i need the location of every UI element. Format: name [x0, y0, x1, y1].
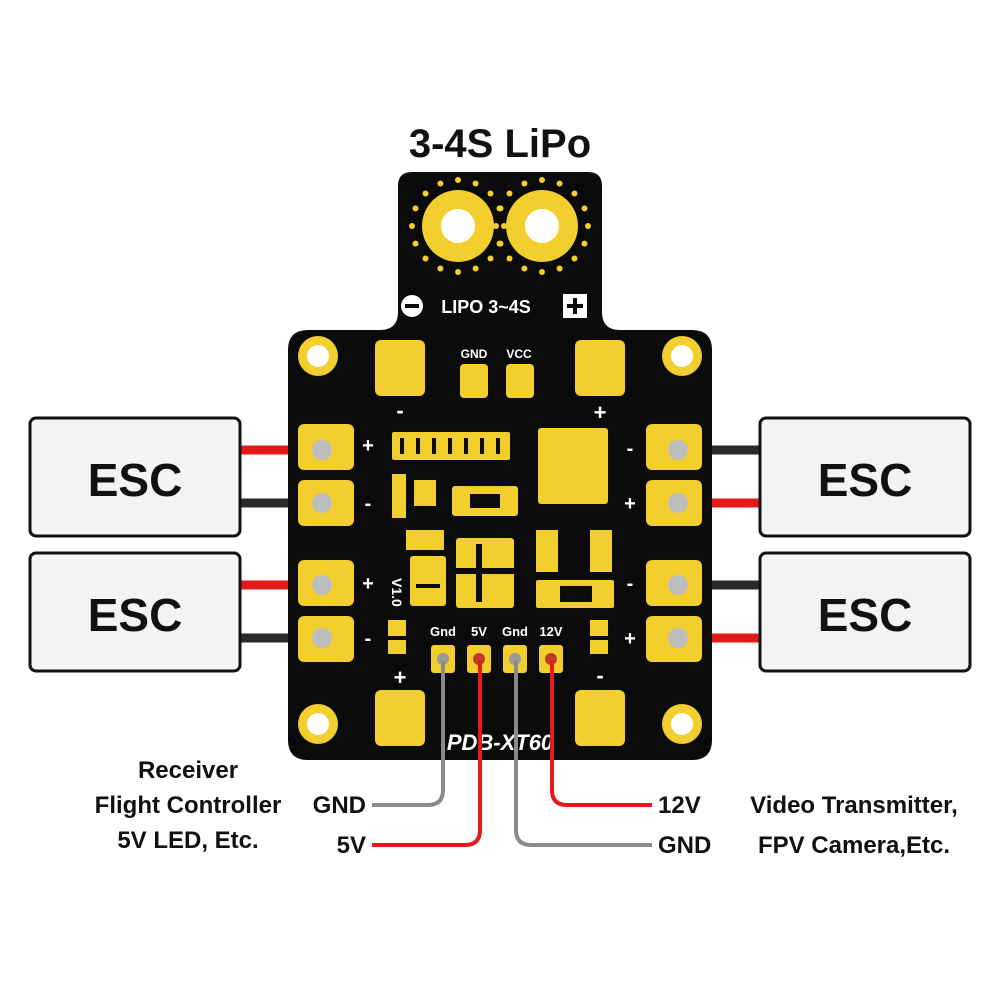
- vcc-label: VCC: [506, 347, 532, 361]
- via-dot-positive: [521, 180, 528, 187]
- via-dot-positive: [556, 180, 563, 187]
- svg-text:ESC: ESC: [88, 589, 183, 641]
- esc-pads-right: - + - +: [624, 424, 702, 662]
- via-dot-positive: [493, 223, 499, 229]
- via-dot-negative: [412, 205, 419, 212]
- via-dot-positive: [521, 265, 528, 272]
- svg-text:-: -: [365, 493, 372, 515]
- output-wires: [372, 660, 652, 847]
- via-dot-negative: [422, 190, 429, 197]
- mounting-holes: [298, 336, 702, 744]
- gnd-label: GND: [461, 347, 488, 361]
- out-label-gnd-2: Gnd: [502, 624, 528, 639]
- via-dot-negative: [455, 177, 461, 183]
- svg-text:-: -: [627, 438, 634, 460]
- via-dot-negative: [487, 255, 494, 262]
- left-gnd-label: GND: [313, 792, 366, 819]
- via-dot-negative: [437, 180, 444, 187]
- left-callout: Receiver Flight Controller 5V LED, Etc. …: [95, 757, 366, 859]
- component-details: [400, 438, 592, 602]
- via-dot-negative: [422, 255, 429, 262]
- wire-5v-left: [372, 660, 482, 847]
- svg-text:-: -: [396, 398, 403, 423]
- via-dot-negative: [487, 190, 494, 197]
- left-callout-line-3: 5V LED, Etc.: [117, 827, 258, 854]
- svg-text:-: -: [365, 628, 372, 650]
- via-dot-negative: [409, 223, 415, 229]
- esc-box-left-1: [28, 416, 242, 538]
- smd-components: [388, 428, 614, 654]
- svg-text:+: +: [594, 400, 607, 425]
- svg-text:+: +: [362, 573, 374, 595]
- svg-text:-: -: [596, 663, 603, 688]
- out-label-gnd-1: Gnd: [430, 624, 456, 639]
- via-dot-positive: [556, 265, 563, 272]
- via-dot-positive: [506, 190, 513, 197]
- out-label-12v: 12V: [539, 624, 562, 639]
- svg-text:+: +: [362, 435, 374, 457]
- right-callout-line-2: FPV Camera,Etc.: [758, 832, 950, 859]
- via-dot-negative: [472, 180, 479, 187]
- left-callout-line-2: Flight Controller: [95, 792, 282, 819]
- right-gnd-label: GND: [658, 832, 711, 859]
- via-dot-positive: [581, 240, 588, 247]
- esc-box-right-2: [758, 551, 972, 673]
- bottom-right-pad: [575, 690, 625, 746]
- wire-gnd-left: [372, 660, 445, 807]
- esc-box-right-1: [758, 416, 972, 538]
- pcb-outline: [288, 172, 712, 760]
- left-callout-line-1: Receiver: [138, 757, 238, 784]
- via-dot-negative: [412, 240, 419, 247]
- diagram-title: 3-4S LiPo: [409, 122, 591, 166]
- pcb-board: LIPO 3~4S - + GND VCC +: [288, 172, 712, 760]
- esc-pads-left: + - + -: [298, 424, 374, 662]
- via-dot-positive: [585, 223, 591, 229]
- via-dot-positive: [496, 240, 503, 247]
- wire-gnd-right: [514, 660, 652, 847]
- via-dot-negative: [437, 265, 444, 272]
- via-dot-positive: [506, 255, 513, 262]
- vcc-pad: [506, 364, 534, 398]
- via-dot-positive: [571, 255, 578, 262]
- right-callout: 12V GND Video Transmitter, FPV Camera,Et…: [658, 792, 958, 859]
- bottom-left-pad: [375, 690, 425, 746]
- esc-boxes: ESC ESC ESC ESC: [28, 416, 972, 673]
- via-dot-positive: [571, 190, 578, 197]
- gnd-pad: [460, 364, 488, 398]
- svg-text:ESC: ESC: [818, 589, 913, 641]
- right-callout-line-1: Video Transmitter,: [750, 792, 958, 819]
- via-dot-positive: [496, 205, 503, 212]
- svg-text:+: +: [624, 493, 636, 515]
- battery-label: LIPO 3~4S: [441, 297, 531, 317]
- svg-text:-: -: [627, 573, 634, 595]
- out-label-5v: 5V: [471, 624, 487, 639]
- via-dot-positive: [581, 205, 588, 212]
- via-dot-negative: [455, 269, 461, 275]
- svg-text:ESC: ESC: [88, 454, 183, 506]
- terminal-vias: [409, 177, 591, 275]
- top-right-pad: [575, 340, 625, 396]
- board-name: PDB-XT60: [447, 730, 554, 755]
- version-label: V1.0: [389, 578, 405, 607]
- wire-12v-right: [550, 660, 652, 807]
- svg-text:+: +: [624, 628, 636, 650]
- svg-text:ESC: ESC: [818, 454, 913, 506]
- via-dot-positive: [539, 269, 545, 275]
- via-dot-negative: [472, 265, 479, 272]
- via-dot-positive: [539, 177, 545, 183]
- left-5v-label: 5V: [337, 832, 366, 859]
- svg-text:+: +: [394, 665, 407, 690]
- via-dot-negative: [501, 223, 507, 229]
- top-left-pad: [375, 340, 425, 396]
- esc-box-left-2: [28, 551, 242, 673]
- right-12v-label: 12V: [658, 792, 701, 819]
